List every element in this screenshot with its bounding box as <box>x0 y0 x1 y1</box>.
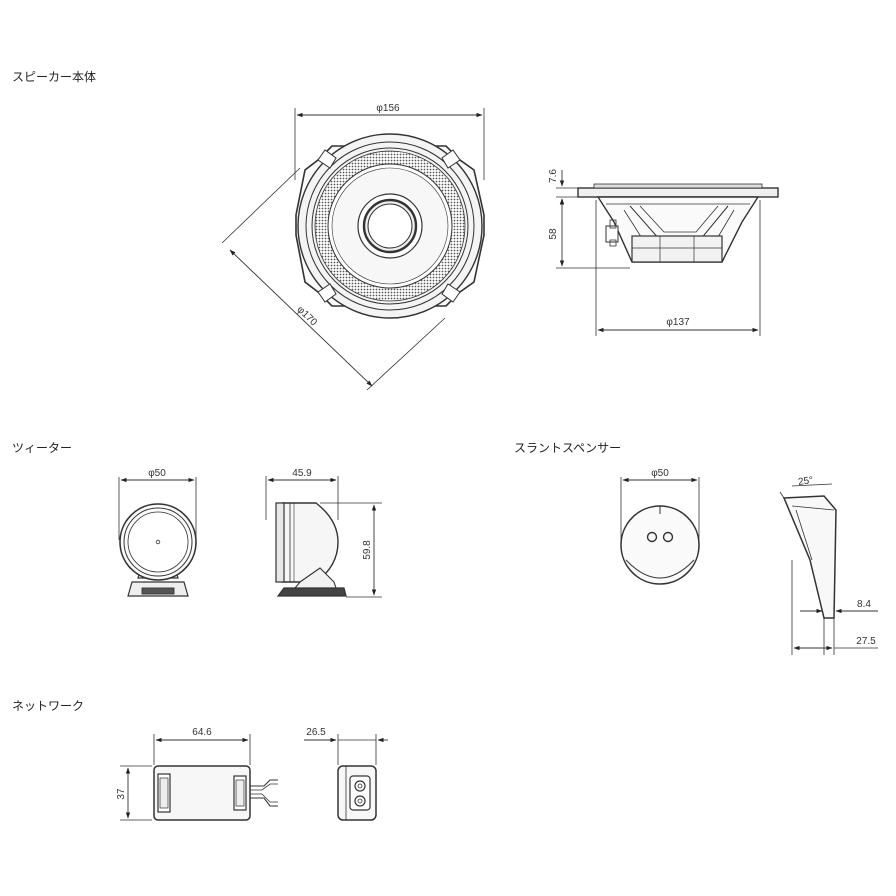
section-title-tweeter: ツィーター <box>12 441 73 455</box>
speaker-front-view <box>221 108 485 391</box>
section-title-slant-spacer: スラントスペンサー <box>514 441 622 455</box>
dim-line-slant-angle <box>791 483 833 487</box>
section-title-speaker: スピーカー本体 <box>12 70 97 84</box>
tweeter-front-view <box>118 477 197 597</box>
label-slant-dia: φ50 <box>651 468 669 479</box>
label-slant-small: 8.4 <box>857 599 871 610</box>
label-network-width: 64.6 <box>192 727 212 738</box>
speaker-side-view <box>556 170 779 336</box>
tweeter-side-view <box>265 476 382 598</box>
label-speaker-basket: φ137 <box>666 317 690 328</box>
label-tweeter-depth: 45.9 <box>292 468 312 479</box>
section-title-network: ネットワーク <box>12 699 85 713</box>
label-speaker-depth: 58 <box>548 228 559 240</box>
label-network-height: 37 <box>116 788 127 800</box>
label-speaker-flange: 7.6 <box>548 169 559 183</box>
network-front-view <box>120 734 278 821</box>
label-speaker-width: φ156 <box>376 103 400 114</box>
label-speaker-diagonal: φ170 <box>295 304 320 328</box>
label-network-depth: 26.5 <box>306 727 326 738</box>
label-slant-large: 27.5 <box>856 636 876 647</box>
label-slant-angle: 25° <box>797 475 814 488</box>
label-tweeter-height: 59.8 <box>362 540 373 560</box>
dim-line-speaker-diagonal <box>229 249 373 387</box>
slant-spacer-front-view <box>620 477 700 585</box>
label-tweeter-dia: φ50 <box>148 468 166 479</box>
slant-spacer-side-view <box>779 483 878 655</box>
network-side-view <box>304 734 388 821</box>
